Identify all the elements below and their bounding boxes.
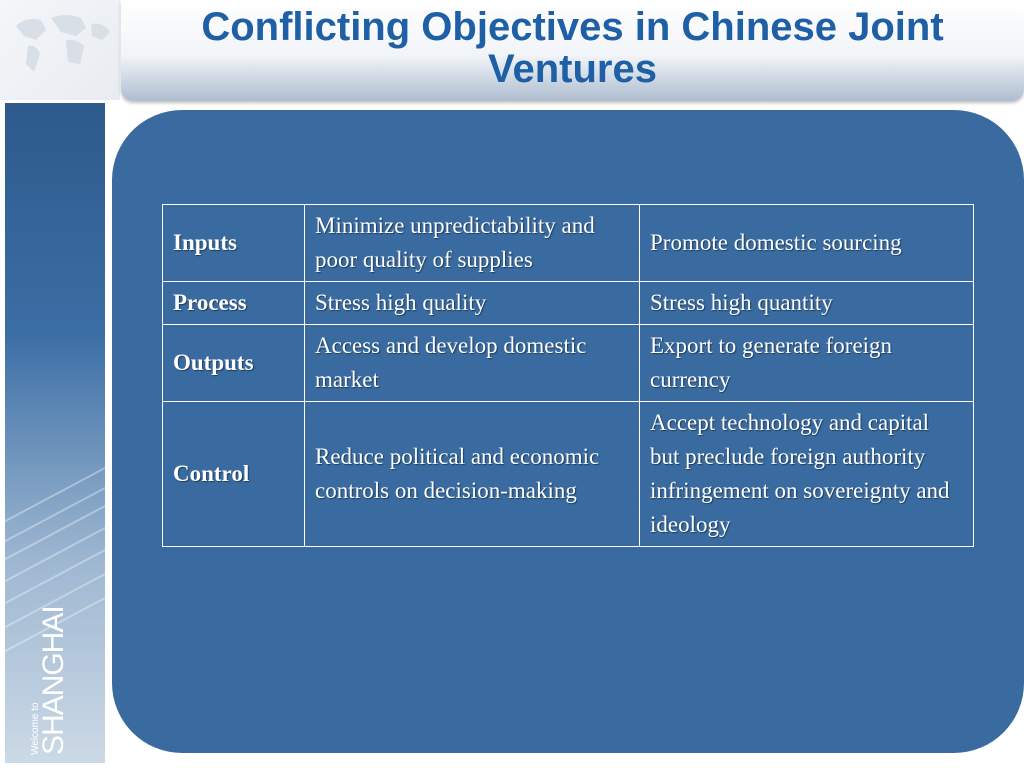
table-cell: Promote domestic sourcing <box>639 204 974 282</box>
objectives-table: Inputs Minimize unpredictability and poo… <box>162 204 974 547</box>
slide-title: Conflicting Objectives in Chinese Joint … <box>201 5 944 91</box>
world-map-decoration <box>0 0 120 100</box>
table-cell: Reduce political and economic controls o… <box>304 401 640 547</box>
table-cell: Minimize unpredictability and poor quali… <box>304 204 640 282</box>
row-category: Control <box>162 401 305 547</box>
title-bar: Conflicting Objectives in Chinese Joint … <box>121 0 1024 101</box>
brand-city-text: SHANGHAI <box>37 606 70 755</box>
table-row-outputs: Outputs Access and develop domestic mark… <box>162 324 974 402</box>
world-map-icon <box>16 15 110 72</box>
shanghai-logo: Welcome to SHANGHAI <box>19 606 79 755</box>
table-row-process: Process Stress high quality Stress high … <box>162 281 974 325</box>
table-row-inputs: Inputs Minimize unpredictability and poo… <box>162 204 974 282</box>
side-decoration-strip: Welcome to SHANGHAI <box>5 103 105 763</box>
content-panel: Inputs Minimize unpredictability and poo… <box>112 110 1024 753</box>
table-cell: Accept technology and capital but preclu… <box>639 401 974 547</box>
table-row-control: Control Reduce political and economic co… <box>162 401 974 547</box>
row-category: Outputs <box>162 324 305 402</box>
table-cell: Access and develop domestic market <box>304 324 640 402</box>
table-cell: Stress high quantity <box>639 281 974 325</box>
table-cell: Export to generate foreign currency <box>639 324 974 402</box>
row-category: Process <box>162 281 305 325</box>
row-category: Inputs <box>162 204 305 282</box>
table-cell: Stress high quality <box>304 281 640 325</box>
